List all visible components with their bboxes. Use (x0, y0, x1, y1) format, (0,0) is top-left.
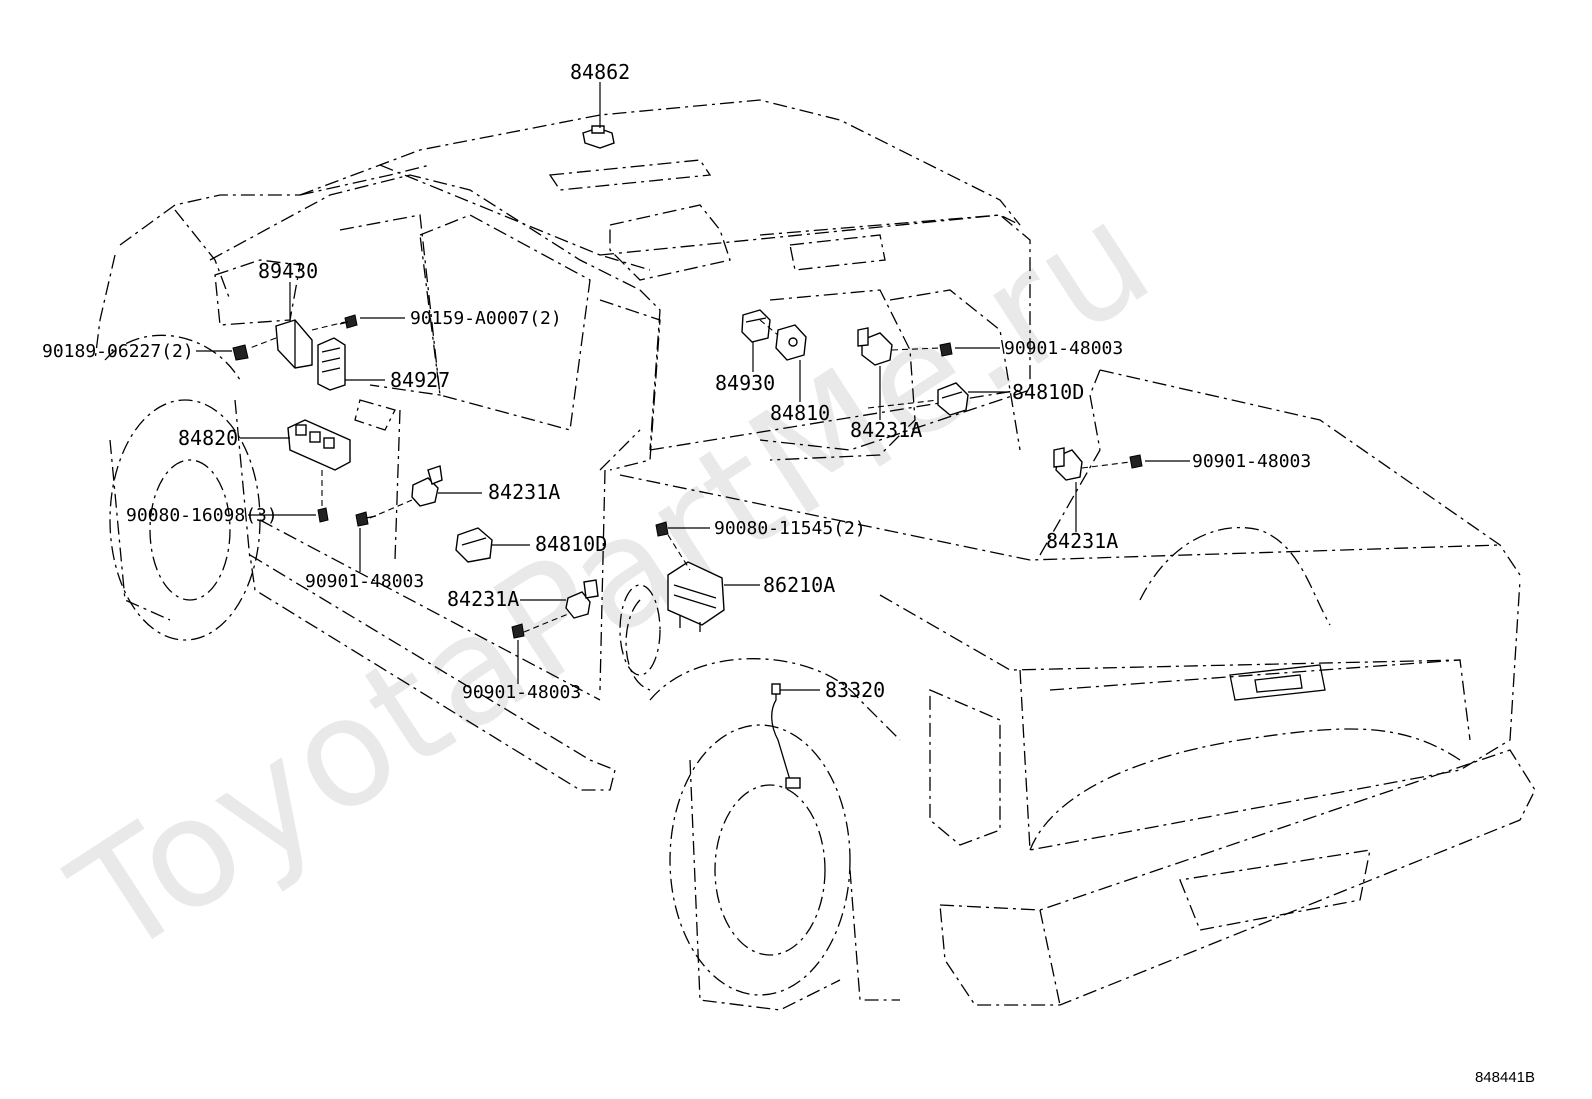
watermark: ToyotaPartMe.ru (44, 168, 1181, 991)
label-84927: 84927 (390, 368, 450, 392)
label-90901-48003-bed: 90901-48003 (1192, 451, 1311, 472)
diagram-code: 848441B (1475, 1069, 1535, 1086)
part-84231A-bed (1053, 447, 1083, 481)
label-90189-06227: 90189-06227(2) (42, 341, 194, 362)
part-89430 (275, 319, 313, 369)
part-84930 (741, 309, 771, 343)
label-84231a-center: 84231A (850, 418, 922, 442)
part-84862 (582, 125, 615, 149)
leader-lines (196, 82, 1190, 691)
label-89430: 89430 (258, 259, 318, 283)
label-90159-a0007: 90159-A0007(2) (410, 308, 562, 329)
label-84820: 84820 (178, 426, 238, 450)
truck-outline (94, 99, 1536, 1011)
label-90080-11545: 90080-11545(2) (714, 518, 866, 539)
part-84810 (775, 324, 807, 361)
label-86210a: 86210A (763, 573, 835, 597)
part-90080-11545 (655, 521, 669, 537)
part-86210A (667, 561, 725, 632)
label-84231a-rear-door: 84231A (447, 587, 519, 611)
label-84810d-front: 84810D (535, 532, 607, 556)
label-84231a-front: 84231A (488, 480, 560, 504)
part-90901-48003-center (939, 342, 953, 357)
part-84927 (317, 337, 346, 391)
part-90189-06227 (232, 344, 249, 361)
part-83320 (771, 683, 801, 789)
callout-labels: 84862 89430 90159-A0007(2) 90189-06227(2… (42, 60, 1311, 703)
label-90901-48003-rear-door: 90901-48003 (462, 682, 581, 703)
label-84862: 84862 (570, 60, 630, 84)
label-84810d-rear: 84810D (1012, 380, 1084, 404)
part-90901-48003-bed (1129, 454, 1143, 469)
label-84231a-bed: 84231A (1046, 529, 1118, 553)
label-84810: 84810 (770, 401, 830, 425)
part-90080-16098 (317, 507, 329, 523)
part-84810D-rear (937, 382, 969, 416)
part-84231A-rear-door (565, 579, 599, 619)
part-84231A-center (857, 327, 893, 366)
part-90901-48003-rear-door (511, 623, 525, 639)
label-90901-48003-center: 90901-48003 (1004, 338, 1123, 359)
label-84930: 84930 (715, 371, 775, 395)
part-84810D-front (455, 527, 493, 563)
part-90901-48003-front (355, 511, 377, 527)
label-90080-16098: 90080-16098(3) (126, 505, 278, 526)
label-90901-48003-front: 90901-48003 (305, 571, 424, 592)
label-83320: 83320 (825, 678, 885, 702)
part-84820 (287, 419, 351, 471)
part-84231A-front (411, 465, 443, 507)
part-90159-A0007 (339, 314, 358, 329)
